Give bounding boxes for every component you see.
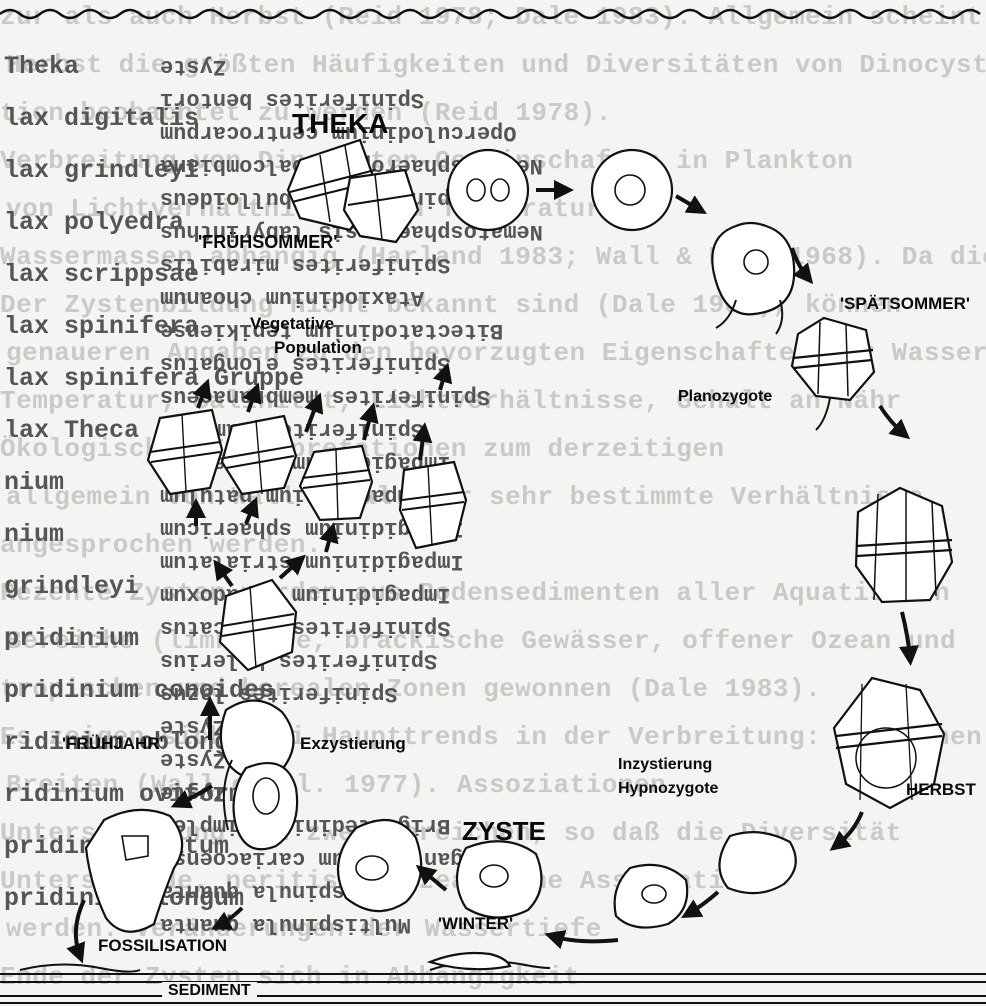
label-zyste: ZYSTE xyxy=(462,816,546,847)
label-herbst: HERBST xyxy=(906,780,976,800)
fruehjahr-cell xyxy=(86,810,182,932)
vegetative-cell-3 xyxy=(300,446,372,520)
hypnozygote-cell-1 xyxy=(856,488,952,602)
label-planozygote: Planozygote xyxy=(678,388,772,406)
label-vegetative: Vegetative xyxy=(250,314,334,334)
cyst-herbst xyxy=(719,832,795,893)
theka-cell-open xyxy=(344,170,418,242)
vegetative-cell-1 xyxy=(148,410,222,494)
cyst-winter-2 xyxy=(457,841,541,917)
label-fruehjahr: 'FRÜHJAHR' xyxy=(62,734,164,754)
cyst-winter-1 xyxy=(615,865,688,928)
label-population: Population xyxy=(274,338,362,358)
cell-round-2 xyxy=(592,150,672,230)
cell-round-1 xyxy=(448,150,528,230)
label-fruehsommer: 'FRÜHSOMMER' xyxy=(198,232,338,253)
label-exzystierung: Exzystierung xyxy=(300,734,406,754)
top-wave-line xyxy=(0,10,980,18)
label-sediment: SEDIMENT xyxy=(162,982,257,1000)
vegetative-cell-2 xyxy=(222,416,296,494)
label-theka: THEKA xyxy=(292,108,388,140)
vegetative-cell-4 xyxy=(400,462,466,548)
label-fossilisation: FOSSILISATION xyxy=(98,936,227,956)
planozygote-cell xyxy=(792,318,874,430)
label-winter: 'WINTER' xyxy=(438,914,513,934)
label-spaetsommer: 'SPÄTSOMMER' xyxy=(840,294,970,314)
exzystierung-cell xyxy=(221,700,297,849)
cyst-zyste-main xyxy=(338,820,421,911)
label-inzystierung: Inzystierung xyxy=(618,756,712,774)
label-hypnozygote: Hypnozygote xyxy=(618,780,718,798)
vegetative-cell-5 xyxy=(220,580,296,670)
cell-flagellated xyxy=(712,223,794,334)
